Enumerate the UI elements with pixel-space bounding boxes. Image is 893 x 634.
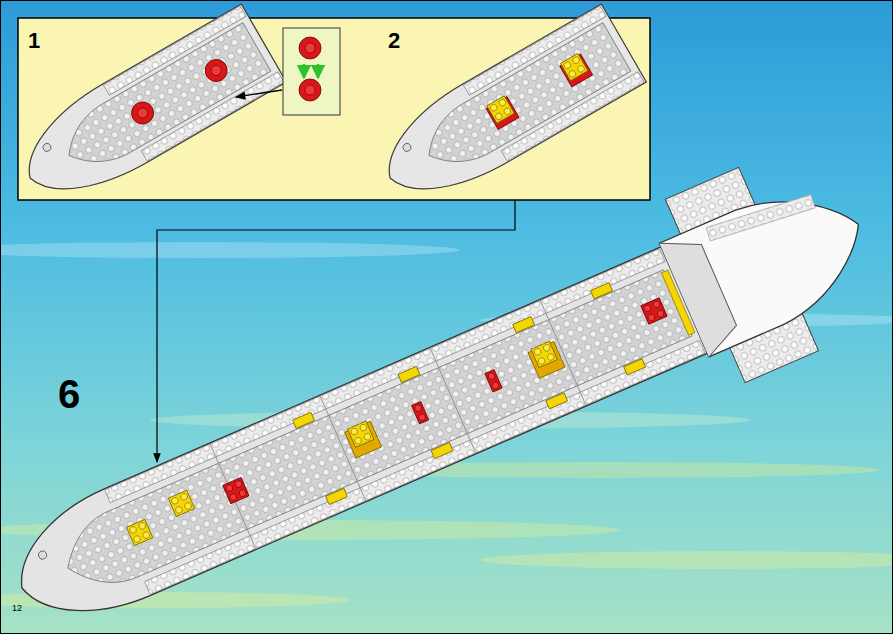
step-number: 6 bbox=[58, 372, 80, 417]
inset-panel: 12 bbox=[18, 18, 650, 200]
step-number: 1 bbox=[28, 28, 40, 54]
step-number: 2 bbox=[388, 28, 400, 54]
page-number: 12 bbox=[12, 603, 22, 613]
